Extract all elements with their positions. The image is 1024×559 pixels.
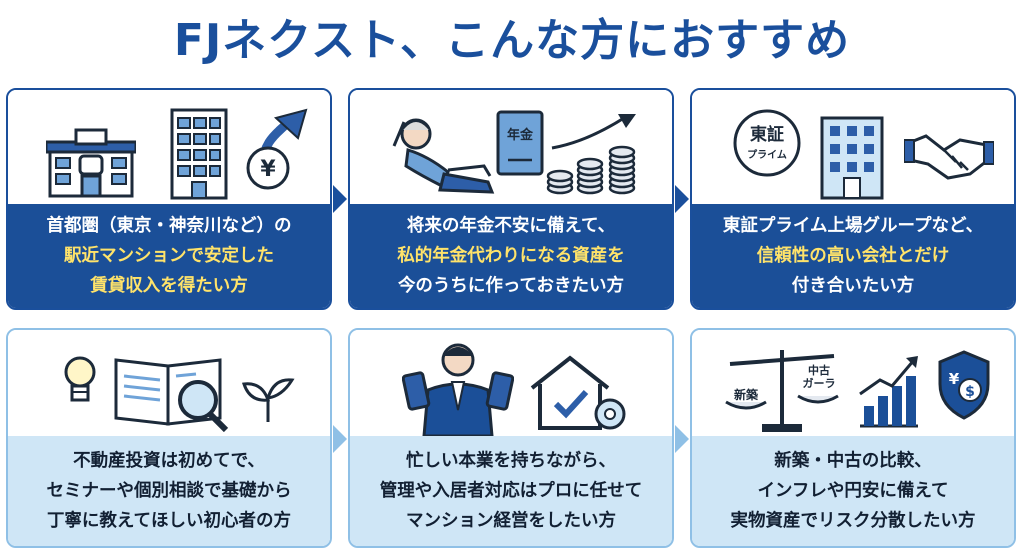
businessman-phones-icon <box>402 343 514 438</box>
svg-text:¥: ¥ <box>260 157 276 182</box>
arrow-connector <box>333 185 347 213</box>
lightbulb-icon <box>64 356 96 402</box>
scale-left-label: 新築 <box>733 388 758 402</box>
bar-chart-growth-icon <box>859 356 918 428</box>
card-icons: ¥ <box>8 90 330 208</box>
card-line-3: マンション経営をしたい方 <box>406 511 616 531</box>
tse-prime-badge-icon <box>733 109 801 177</box>
card-text-band: 首都圏（東京・神奈川など）の 駅近マンションで安定した 賃貸収入を得たい方 <box>8 204 330 308</box>
card-line-1: 新築・中古の比較、 <box>774 451 932 471</box>
pension-book-label: 年金 <box>506 128 533 143</box>
card-line-3: 付き合いたい方 <box>791 276 915 296</box>
card-line-2: インフレや円安に備えて <box>757 481 949 501</box>
card-text-band: 将来の年金不安に備えて、 私的年金代わりになる資産を 今のうちに作っておきたい方 <box>350 204 672 308</box>
station-building-icon <box>46 128 136 198</box>
card-line-3: 丁寧に教えてほしい初心者の方 <box>46 511 292 531</box>
card-line-3: 実物資産でリスク分散したい方 <box>730 511 976 531</box>
card-text-band: 不動産投資は初めてで、 セミナーや個別相談で基礎から 丁寧に教えてほしい初心者の… <box>8 436 330 546</box>
card-line-2: セミナーや個別相談で基礎から <box>46 481 292 501</box>
card-busy-professional: 忙しい本業を持ちながら、 管理や入居者対応はプロに任せて マンション経営をしたい… <box>348 328 674 548</box>
card-line-1: 不動産投資は初めてで、 <box>73 451 265 471</box>
pension-book-icon <box>496 110 544 176</box>
card-icons <box>350 330 672 440</box>
card-line-2: 管理や入居者対応はプロに任せて <box>379 481 643 501</box>
card-line-2: 駅近マンションで安定した <box>64 246 274 266</box>
coin-stacks-growth-icon <box>546 114 636 195</box>
svg-text:$: $ <box>965 384 975 400</box>
card-text-band: 忙しい本業を持ちながら、 管理や入居者対応はプロに任せて マンション経営をしたい… <box>350 436 672 546</box>
open-book-magnifier-icon <box>114 358 229 432</box>
card-trusted-company: 東証 プライム 東証プライム上場グループなど、 信頼性の高い会社とだけ 付き合い… <box>690 88 1016 310</box>
card-station-rental-income: ¥ 首都圏（東京・神奈川など）の 駅近マンションで安定した 賃貸収入を得たい方 <box>6 88 332 310</box>
card-line-1: 東証プライム上場グループなど、 <box>722 216 984 236</box>
card-line-2: 信頼性の高い会社とだけ <box>756 246 950 266</box>
handshake-icon <box>904 134 994 180</box>
arrow-connector <box>675 425 689 453</box>
card-line-1: 将来の年金不安に備えて、 <box>406 216 616 236</box>
card-line-2: 私的年金代わりになる資産を <box>397 246 625 266</box>
apartment-building-icon <box>170 108 228 200</box>
card-line-3: 賃貸収入を得たい方 <box>90 276 248 296</box>
card-icons: 年金 <box>350 90 672 208</box>
card-beginner-seminar: 不動産投資は初めてで、 セミナーや個別相談で基礎から 丁寧に教えてほしい初心者の… <box>6 328 332 548</box>
balance-scale-icon <box>725 350 839 432</box>
card-text-band: 新築・中古の比較、 インフレや円安に備えて 実物資産でリスク分散したい方 <box>692 436 1014 546</box>
card-text-band: 東証プライム上場グループなど、 信頼性の高い会社とだけ 付き合いたい方 <box>692 204 1014 308</box>
yen-dollar-shield-icon: ¥ $ <box>938 350 990 420</box>
svg-text:¥: ¥ <box>949 370 960 388</box>
relaxing-senior-icon <box>392 118 495 194</box>
scale-right-label: 中古 ガーラ <box>802 364 836 390</box>
office-building-icon <box>820 116 884 200</box>
sprout-icon <box>241 378 295 422</box>
card-line-1: 首都圏（東京・神奈川など）の <box>46 216 292 236</box>
card-private-pension: 年金 将来の年金不安に備えて、 私的年金代わりになる資産を 今のうちに作っておき… <box>348 88 674 310</box>
card-icons <box>8 330 330 440</box>
yen-rising-icon: ¥ <box>246 108 308 190</box>
card-line-3: 今のうちに作っておきたい方 <box>397 276 625 296</box>
page-title: FJネクスト、こんな方におすすめ <box>173 15 851 66</box>
badge-main-label: 東証 <box>750 125 784 145</box>
house-check-gear-icon <box>530 355 626 430</box>
card-icons: 新築 中古 ガーラ ¥ $ <box>692 330 1014 440</box>
card-risk-diversification: 新築 中古 ガーラ ¥ $ 新築・中古の比較、 インフレや円安に備えて 実物資産… <box>690 328 1016 548</box>
card-line-1: 忙しい本業を持ちながら、 <box>406 451 616 471</box>
arrow-connector <box>333 425 347 453</box>
badge-sub-label: プライム <box>747 150 787 161</box>
arrow-connector <box>675 185 689 213</box>
card-icons: 東証 プライム <box>692 90 1014 208</box>
